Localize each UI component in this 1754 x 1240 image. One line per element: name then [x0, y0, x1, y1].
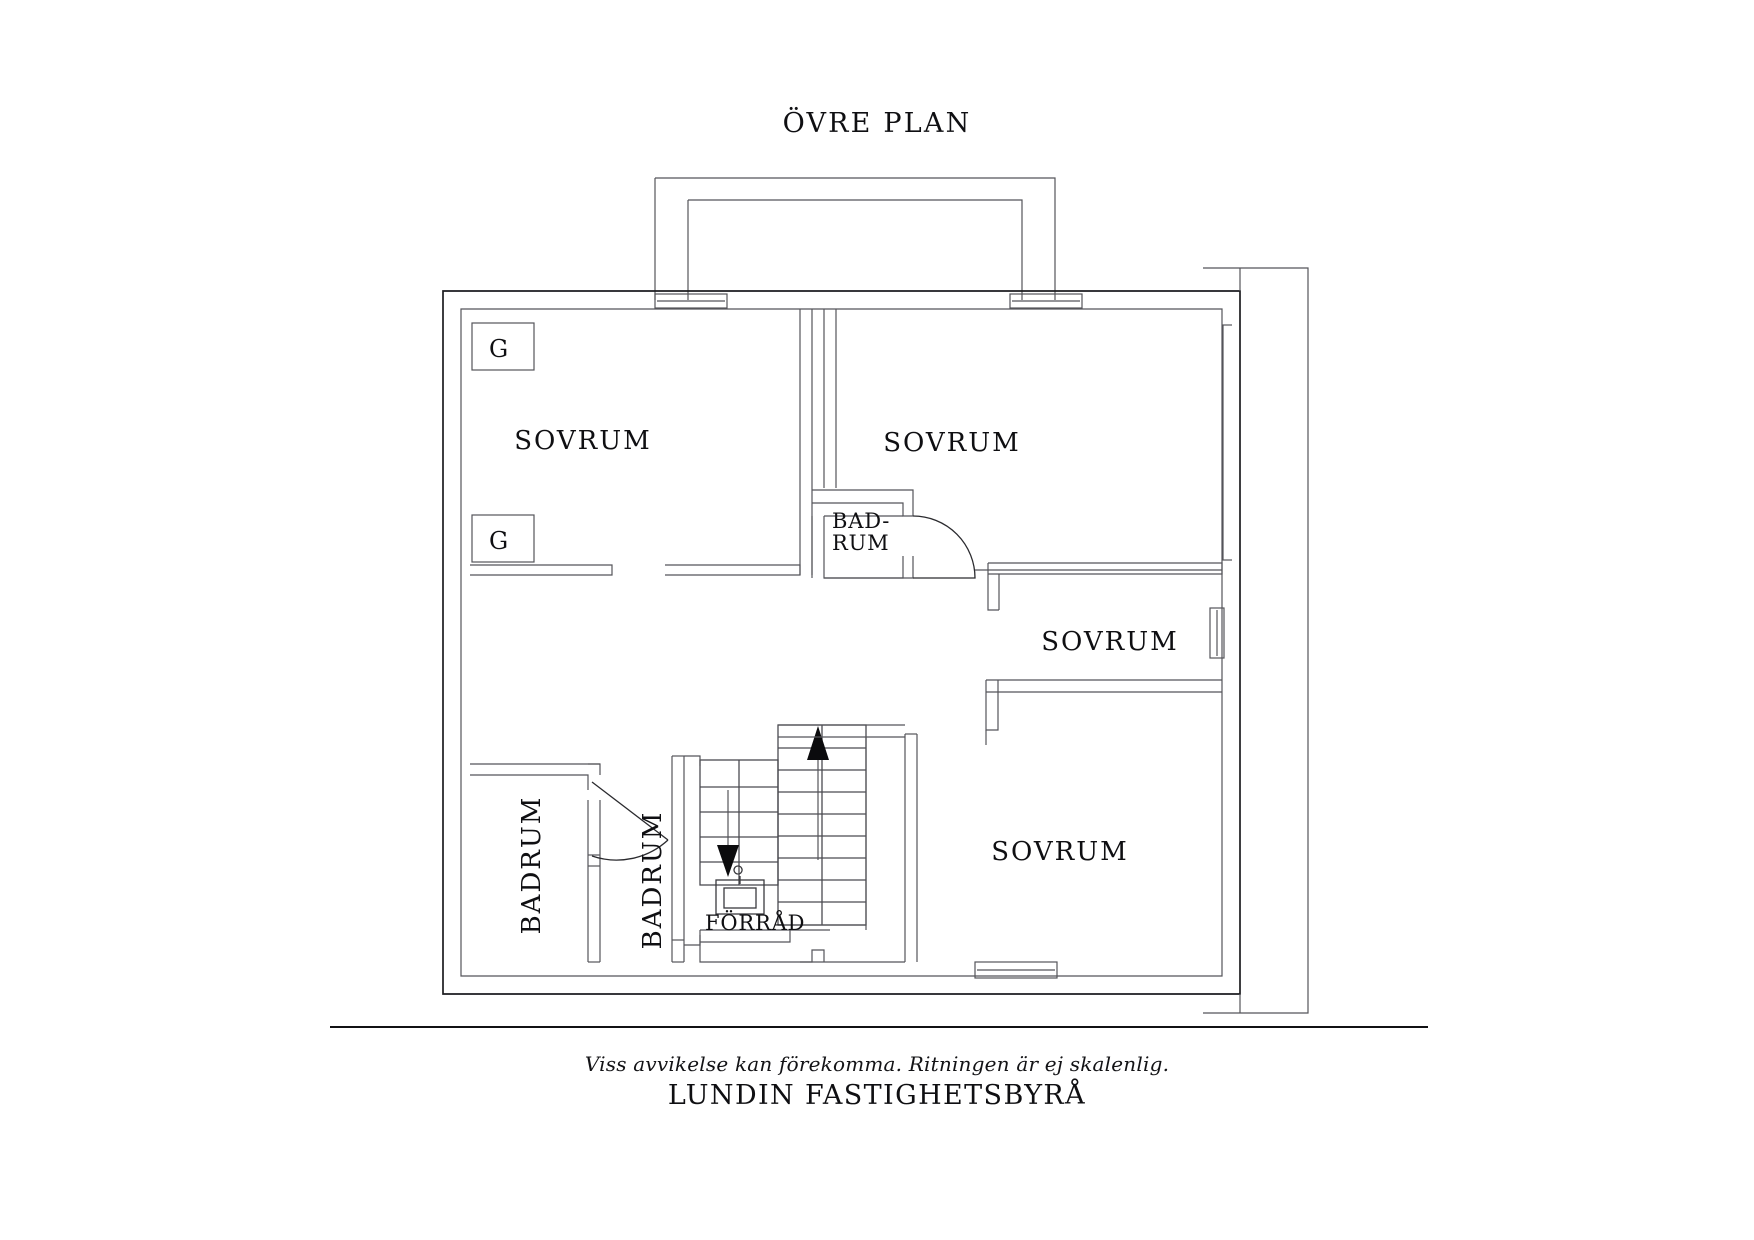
closet-top: G [471, 322, 535, 371]
building-outline [442, 267, 1309, 1014]
room-label-forrad: FÖRRÅD [705, 910, 805, 935]
room-label-sovrum-east: SOVRUM [1041, 627, 1179, 657]
room-label-sovrum-ne: SOVRUM [883, 428, 1021, 458]
closet-bottom-label: G [489, 527, 508, 555]
room-label-sovrum-southeast: SOVRUM [991, 837, 1129, 867]
window-top-left [654, 293, 728, 309]
page-title: ÖVRE PLAN [782, 108, 972, 139]
sink-fixture [715, 865, 765, 915]
room-forrad [699, 929, 905, 963]
room-badrum-center [811, 489, 976, 579]
window-bottom [974, 961, 1058, 979]
room-label-badrum-sw: BADRUM [517, 796, 547, 935]
room-sovrum-ne [823, 309, 1232, 611]
closet-top-label: G [489, 335, 508, 363]
top-dormer [654, 177, 1056, 300]
disclaimer-text: Viss avvikelse kan förekomma. Ritningen … [584, 1052, 1170, 1076]
room-label-badrum-s2: BADRUM [638, 811, 668, 950]
room-label-badrum-center-line1: BAD- [832, 509, 890, 533]
room-badrum-sw [470, 763, 669, 963]
agency-name: LUNDIN FASTIGHETSBYRÅ [667, 1080, 1087, 1111]
closet-bottom: G [471, 514, 535, 563]
room-sovrum-east [975, 569, 1222, 745]
window-right [1209, 607, 1225, 659]
room-label-badrum-center-line2: RUM [832, 531, 889, 555]
footer: Viss avvikelse kan förekomma. Ritningen … [0, 1052, 1754, 1111]
room-sovrum-southeast [904, 733, 918, 962]
room-badrum-s2 [671, 755, 685, 963]
window-top-right [1009, 293, 1083, 309]
room-label-sovrum-nw: SOVRUM [514, 426, 652, 456]
